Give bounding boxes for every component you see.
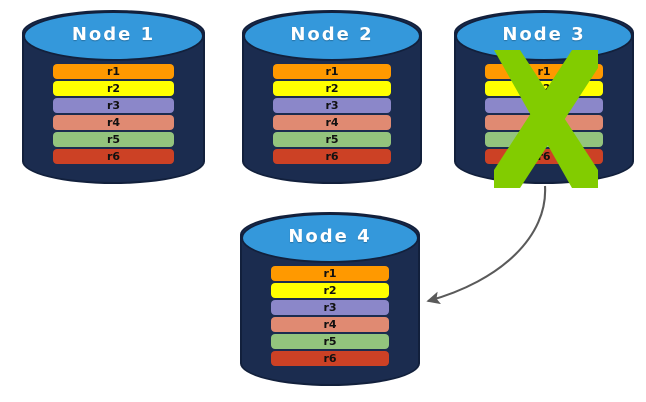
node-1-row-r4[interactable]: r4 [53,115,174,130]
node-1-row-r1[interactable]: r1 [53,64,174,79]
node-3-row-r5[interactable]: r5 [484,132,604,147]
node-1-row-list: r1 r2 r3 r4 r5 r6 [22,64,205,164]
node-4-row-r6[interactable]: r6 [270,351,390,366]
node-1-row-r3[interactable]: r3 [53,98,174,113]
node-4-row-r1[interactable]: r1 [270,266,390,281]
node-2-row-r5[interactable]: r5 [272,132,392,147]
node-3-row-r6[interactable]: r6 [484,149,604,164]
node-3-row-r4[interactable]: r4 [484,115,604,130]
node-2-row-r2[interactable]: r2 [272,81,392,96]
node-4-row-r4[interactable]: r4 [270,317,390,332]
node-3-row-r1[interactable]: r1 [484,64,604,79]
node-4-row-r3[interactable]: r3 [270,300,390,315]
node-1-cylinder-top [23,11,204,61]
node-2-row-r3[interactable]: r3 [272,98,392,113]
node-2-row-list: r1 r2 r3 r4 r5 r6 [242,64,422,164]
node-3-row-r2[interactable]: r2 [484,81,604,96]
node-2-cylinder-top [243,11,421,61]
node-1-row-r2[interactable]: r2 [53,81,174,96]
node-2-row-r4[interactable]: r4 [272,115,392,130]
node-4-row-list: r1 r2 r3 r4 r5 r6 [240,266,420,366]
node-1-row-r6[interactable]: r6 [53,149,174,164]
node-3-cylinder-top [455,11,633,61]
node-4-row-r2[interactable]: r2 [270,283,390,298]
node-2-row-r6[interactable]: r6 [272,149,392,164]
node-3-row-list: r1 r2 r3 r4 r5 r6 [454,64,634,164]
node-2-row-r1[interactable]: r1 [272,64,392,79]
node-4-cylinder-top [241,213,419,263]
node-4-row-r5[interactable]: r5 [270,334,390,349]
node-1-row-r5[interactable]: r5 [53,132,174,147]
node-3-row-r3[interactable]: r3 [484,98,604,113]
